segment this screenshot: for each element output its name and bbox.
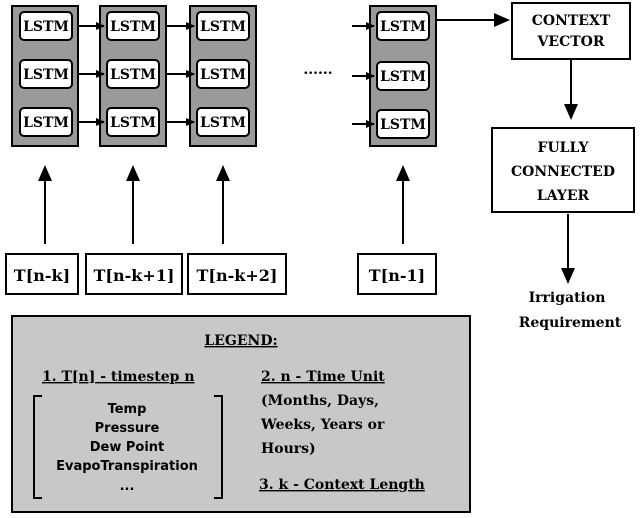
fc-layer-label: LAYER xyxy=(537,188,590,204)
input-label: T[n-1] xyxy=(369,266,425,285)
legend-title: LEGEND: xyxy=(204,333,277,349)
time-unit-detail: Hours) xyxy=(261,441,316,457)
lstm-cell: LSTM xyxy=(106,59,160,89)
input-box-t-n-k: T[n-k] xyxy=(5,253,79,295)
context-vector-label: CONTEXT xyxy=(532,13,611,29)
context-vector-label: VECTOR xyxy=(537,34,605,50)
lstm-cell-label: LSTM xyxy=(23,19,69,35)
legend-item-time-unit: 2. n - Time Unit xyxy=(261,369,385,385)
legend-panel: LEGEND: 1. T[n] - timestep n Temp Pressu… xyxy=(11,315,471,513)
lstm-cell-label: LSTM xyxy=(200,115,246,131)
input-arrows xyxy=(38,165,410,244)
output-label: Irrigation xyxy=(529,290,606,306)
lstm-cell: LSTM xyxy=(106,107,160,137)
lstm-cell: LSTM xyxy=(376,109,430,139)
lstm-cell-label: LSTM xyxy=(23,67,69,83)
lstm-cell: LSTM xyxy=(196,59,250,89)
feature-bracket xyxy=(33,395,223,499)
lstm-cell-label: LSTM xyxy=(23,115,69,131)
lstm-cell: LSTM xyxy=(196,107,250,137)
input-label: T[n-k+2] xyxy=(197,266,278,285)
lstm-cell: LSTM xyxy=(19,59,73,89)
input-box-t-n-1: T[n-1] xyxy=(357,253,437,295)
lstm-column-3: LSTM LSTM LSTM xyxy=(189,5,257,147)
lstm-cell-label: LSTM xyxy=(110,115,156,131)
lstm-cell-label: LSTM xyxy=(380,117,426,133)
feature-item: Temp xyxy=(108,402,147,417)
lstm-cell: LSTM xyxy=(19,11,73,41)
lstm-column-2: LSTM LSTM LSTM xyxy=(99,5,167,147)
output-label: Requirement xyxy=(519,315,622,331)
time-unit-detail: (Months, Days, xyxy=(261,393,379,409)
lstm-cell-label: LSTM xyxy=(110,67,156,83)
context-vector-box: CONTEXT VECTOR xyxy=(511,2,631,60)
time-unit-detail: Weeks, Years or xyxy=(260,417,385,433)
lstm-cell-label: LSTM xyxy=(110,19,156,35)
lstm-cell: LSTM xyxy=(19,107,73,137)
ellipsis: ...... xyxy=(303,62,332,78)
fully-connected-layer-box: FULLY CONNECTED LAYER xyxy=(491,127,635,213)
input-label: T[n-k] xyxy=(14,266,70,285)
lstm-cell-label: LSTM xyxy=(200,67,246,83)
feature-item: ... xyxy=(120,479,135,494)
recurrent-arrows xyxy=(78,22,375,128)
input-box-t-n-k-plus-1: T[n-k+1] xyxy=(85,253,183,295)
fc-layer-label: FULLY xyxy=(538,140,590,156)
lstm-cell: LSTM xyxy=(376,11,430,41)
legend-item-timestep: 1. T[n] - timestep n xyxy=(42,369,195,385)
lstm-cell-label: LSTM xyxy=(200,19,246,35)
feature-item: Pressure xyxy=(95,421,160,436)
fc-layer-label: CONNECTED xyxy=(511,164,615,180)
lstm-cell: LSTM xyxy=(376,61,430,91)
lstm-cell-label: LSTM xyxy=(380,69,426,85)
legend-item-context-length: 3. k - Context Length xyxy=(259,477,425,493)
feature-item: Dew Point xyxy=(90,440,165,455)
lstm-cell-label: LSTM xyxy=(380,19,426,35)
lstm-column-1: LSTM LSTM LSTM xyxy=(11,5,79,147)
lstm-cell: LSTM xyxy=(196,11,250,41)
input-label: T[n-k+1] xyxy=(94,266,175,285)
feature-item: EvapoTranspiration xyxy=(56,459,198,474)
lstm-column-last: LSTM LSTM LSTM xyxy=(369,5,437,147)
lstm-cell: LSTM xyxy=(106,11,160,41)
input-box-t-n-k-plus-2: T[n-k+2] xyxy=(187,253,287,295)
